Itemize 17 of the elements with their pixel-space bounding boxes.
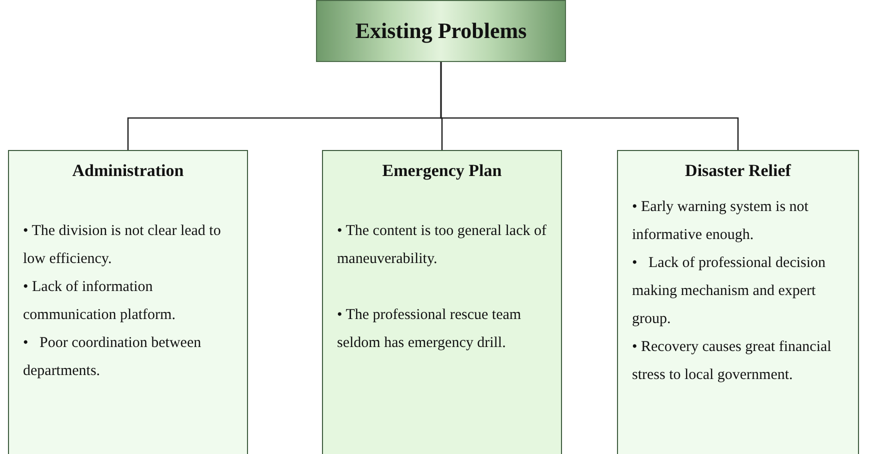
bullet-text: • Recovery causes great financial stress to local government. — [632, 338, 832, 385]
bullet-text: • The professional rescue team seldom has emergency drill. — [337, 306, 522, 353]
bullet-text: • Poor coordination between departments. — [23, 334, 202, 381]
category-heading: Administration — [71, 161, 185, 181]
bullet-text: • The division is not clear lead to low efficiency. — [23, 222, 222, 269]
category-box — [8, 150, 248, 454]
category-heading: Emergency Plan — [381, 161, 503, 181]
title-text: Existing Problems — [355, 18, 527, 44]
category-box — [617, 150, 859, 454]
connector-line — [440, 62, 739, 150]
bullet-text: • Early warning system is not informative enough. — [632, 198, 810, 245]
category-heading: Disaster Relief — [684, 161, 792, 181]
title-box — [316, 0, 566, 62]
category-box — [322, 150, 562, 454]
bullet-text: • The content is too general lack of maneuverability. — [337, 222, 547, 269]
bullet-text: • Lack of information communication platform. — [23, 278, 176, 325]
bullet-text: • Lack of professional decision making mechanism and expert group. — [632, 254, 827, 329]
